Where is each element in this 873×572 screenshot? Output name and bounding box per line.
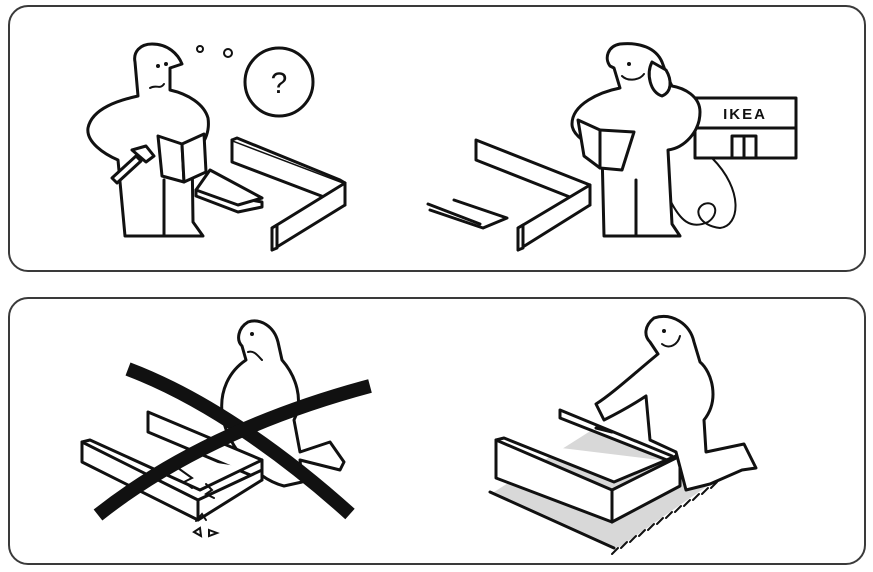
question-mark: ?	[271, 67, 288, 100]
boards-icon	[426, 138, 592, 252]
hammer-icon	[110, 144, 156, 185]
store-building-icon: IKEA	[693, 96, 798, 160]
instruction-booklet-icon	[156, 132, 208, 184]
cross-out-mark-icon	[93, 362, 372, 521]
scene-calling-store: IKEA	[426, 42, 798, 252]
confused-person-figure	[86, 42, 210, 238]
instruction-booklet-icon	[576, 118, 636, 172]
thought-bubble-icon: ?	[196, 45, 315, 118]
broken-fragments-icon	[192, 526, 220, 538]
frame-icon	[494, 408, 682, 524]
happy-seated-person-figure	[594, 315, 758, 492]
person-on-phone-figure	[570, 42, 702, 238]
scene-correct-assembly	[488, 315, 758, 555]
scene-wrong-assembly	[80, 319, 372, 538]
scene-confused-person: ?	[86, 42, 347, 252]
boards-icon	[194, 136, 347, 252]
store-sign: IKEA	[723, 106, 767, 123]
